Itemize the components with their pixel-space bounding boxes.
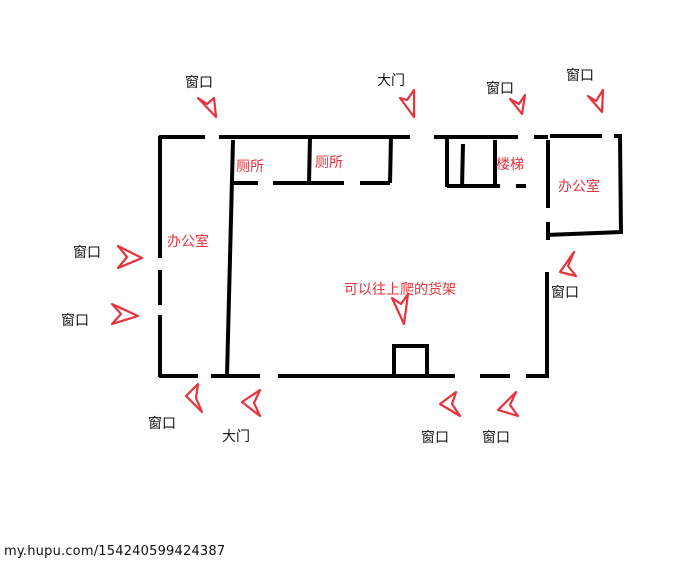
arrow-icon-shelf [390,292,410,326]
walls [158,134,623,378]
arrow-icon-window-left-1 [116,244,144,270]
label-window-right: 窗口 [551,284,579,301]
label-toilet-2: 厕所 [315,155,343,171]
label-toilet-1: 厕所 [236,159,264,175]
shelf-box [392,344,429,378]
label-window-top-mid: 窗口 [486,80,514,97]
label-shelf: 可以往上爬的货架 [344,281,456,298]
arrow-icon-window-right [558,250,578,278]
label-window-top-right: 窗口 [566,67,594,84]
label-window-left-2: 窗口 [61,312,89,329]
label-window-top-left: 窗口 [185,74,213,91]
arrow-icon-window-top-mid [508,93,527,116]
arrow-markers [110,88,605,418]
labels: 窗口 大门 窗口 窗口 厕所 厕所 楼梯 办公室 办公室 窗口 窗口 窗口 可以… [61,67,600,446]
label-window-bottom-left: 窗口 [148,415,176,432]
label-main-door-bottom: 大门 [222,429,250,445]
watermark: my.hupu.com/154240599424387 [4,544,226,559]
label-window-bottom-mid: 窗口 [421,429,449,446]
arrow-icon-window-top-left [196,96,218,119]
wall-toilet-divider [307,136,312,184]
label-office-right: 办公室 [558,178,600,195]
wall-inner-left [225,139,235,377]
label-main-door-top: 大门 [377,73,405,89]
label-stairs: 楼梯 [496,157,524,173]
label-window-left-1: 窗口 [73,244,101,261]
arrow-icon-window-top-right [586,88,605,114]
label-office-left: 办公室 [167,233,209,250]
arrow-icon-door-bottom [240,388,262,418]
office-right [618,135,623,235]
stair-tread-1 [460,143,465,189]
office-bottom [545,230,623,237]
arrow-icon-window-bottom-mid [438,390,462,418]
arrow-icon-window-bottom-right [496,390,520,418]
arrow-icon-window-left-2 [110,302,140,326]
wall-toilet-right [388,136,393,184]
label-window-bottom-right: 窗口 [482,429,510,446]
arrow-icon-window-bottom-left [184,382,204,414]
arrow-icon-door-top [398,88,416,119]
